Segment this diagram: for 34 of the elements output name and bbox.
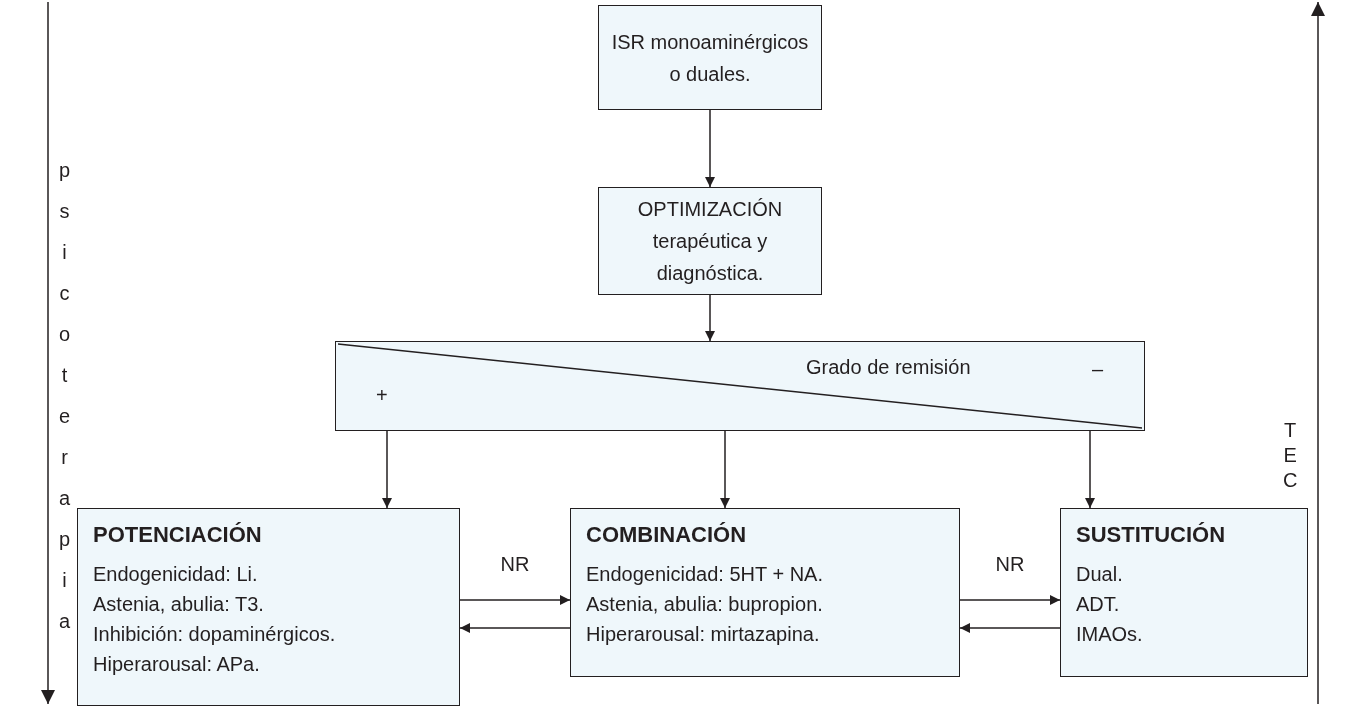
box-text: OPTIMIZACIÓN terapéutica y diagnóstica.: [636, 197, 784, 286]
box-text: IMAOs.: [1076, 622, 1143, 647]
arrow: [705, 294, 715, 342]
box-text: ADT.: [1076, 592, 1120, 617]
process-box: [77, 508, 460, 706]
box-heading: POTENCIACIÓN: [93, 521, 262, 549]
box-text: Astenia, abulia: T3.: [93, 592, 264, 617]
sign-label: –: [1092, 357, 1104, 382]
box-text: ISR monoaminérgicos o duales.: [610, 29, 810, 87]
sign-label: +: [376, 383, 388, 408]
arrow: [720, 430, 730, 509]
vertical-label: TEC: [1283, 418, 1298, 493]
arrow: [705, 109, 715, 188]
arrow: [382, 430, 392, 509]
box-text: Endogenicidad: Li.: [93, 562, 258, 587]
box-text: Astenia, abulia: bupropion.: [586, 592, 823, 617]
band-label: Grado de remisión: [806, 355, 971, 380]
box-heading: COMBINACIÓN: [586, 521, 747, 549]
vertical-label: psicoterapia: [59, 158, 71, 634]
box-heading: SUSTITUCIÓN: [1076, 521, 1226, 549]
process-box: [598, 187, 822, 295]
arrow: [459, 595, 571, 605]
arrow: [1085, 430, 1095, 509]
arrow: [959, 623, 1061, 633]
process-box: [1060, 508, 1308, 677]
process-box: [570, 508, 960, 677]
box-text: Endogenicidad: 5HT + NA.: [586, 562, 823, 587]
arrow: [959, 595, 1061, 605]
box-text: Inhibición: dopaminérgicos.: [93, 622, 336, 647]
box-text: Hiperarousal: APa.: [93, 652, 260, 677]
process-box: [598, 5, 822, 110]
box-text: Hiperarousal: mirtazapina.: [586, 622, 820, 647]
box-text: Dual.: [1076, 562, 1123, 587]
arrow: [459, 623, 571, 633]
